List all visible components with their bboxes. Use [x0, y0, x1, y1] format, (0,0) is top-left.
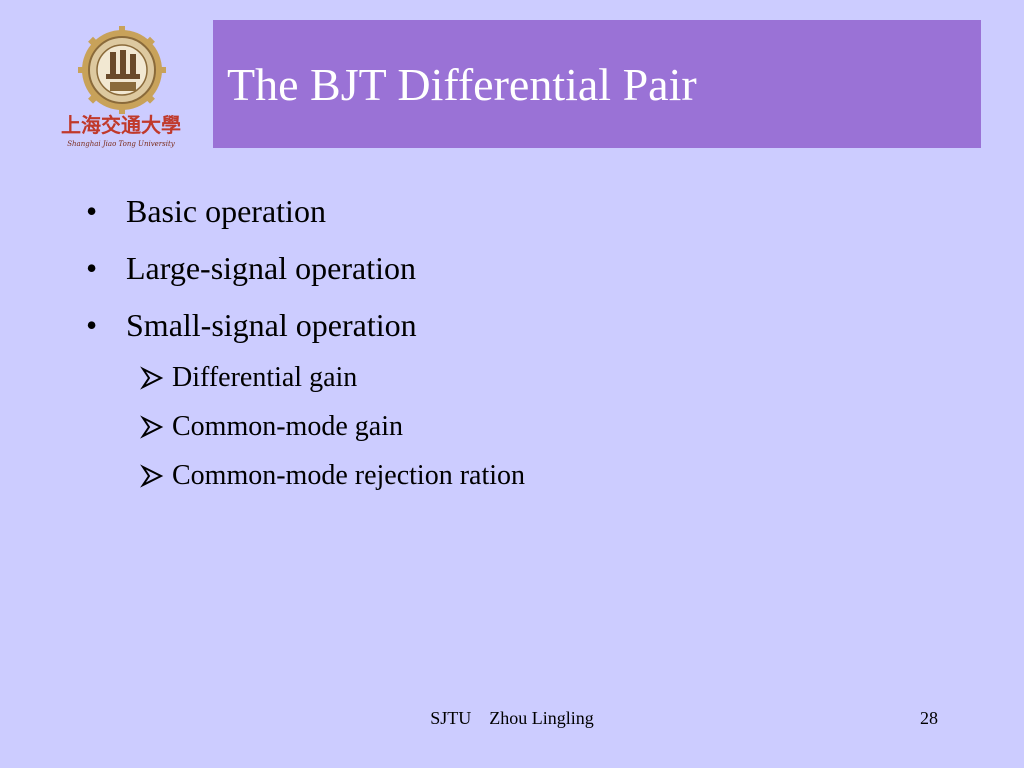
- bullet-item: • Small-signal operation: [86, 304, 417, 361]
- bullet-item: • Large-signal operation: [86, 247, 417, 304]
- arrow-bullet-icon: [140, 464, 164, 488]
- sub-bullet-item: Common-mode gain: [140, 409, 525, 458]
- bullet-list: • Basic operation • Large-signal operati…: [86, 190, 417, 361]
- bullet-text: Large-signal operation: [126, 250, 416, 286]
- slide-title: The BJT Differential Pair: [227, 59, 697, 110]
- logo-chinese-text: 上海交通大學: [61, 113, 181, 137]
- arrow-bullet-icon: [140, 366, 164, 390]
- university-seal-icon: 上海交通大學 Shanghai Jiao Tong University: [61, 26, 181, 148]
- arrow-bullet-icon: [140, 415, 164, 439]
- university-logo: 上海交通大學 Shanghai Jiao Tong University: [40, 26, 202, 150]
- bullet-item: • Basic operation: [86, 190, 417, 247]
- sub-bullet-text: Common-mode gain: [172, 411, 403, 442]
- bullet-dot-icon: •: [86, 307, 98, 343]
- bullet-dot-icon: •: [86, 193, 98, 229]
- sub-bullet-item: Differential gain: [140, 360, 525, 409]
- sub-bullet-text: Common-mode rejection ration: [172, 460, 526, 491]
- bullet-text: Small-signal operation: [126, 307, 417, 343]
- sub-bullet-list: Differential gain Common-mode gain Commo…: [140, 360, 525, 507]
- page-number: 28: [920, 708, 938, 728]
- sub-bullet-item: Common-mode rejection ration: [140, 458, 525, 507]
- logo-english-text: Shanghai Jiao Tong University: [67, 140, 176, 148]
- bullet-dot-icon: •: [86, 250, 98, 286]
- title-bar: The BJT Differential Pair: [213, 20, 981, 148]
- bullet-text: Basic operation: [126, 193, 326, 229]
- footer-author: SJTU Zhou Lingling: [430, 708, 594, 728]
- sub-bullet-text: Differential gain: [172, 362, 358, 393]
